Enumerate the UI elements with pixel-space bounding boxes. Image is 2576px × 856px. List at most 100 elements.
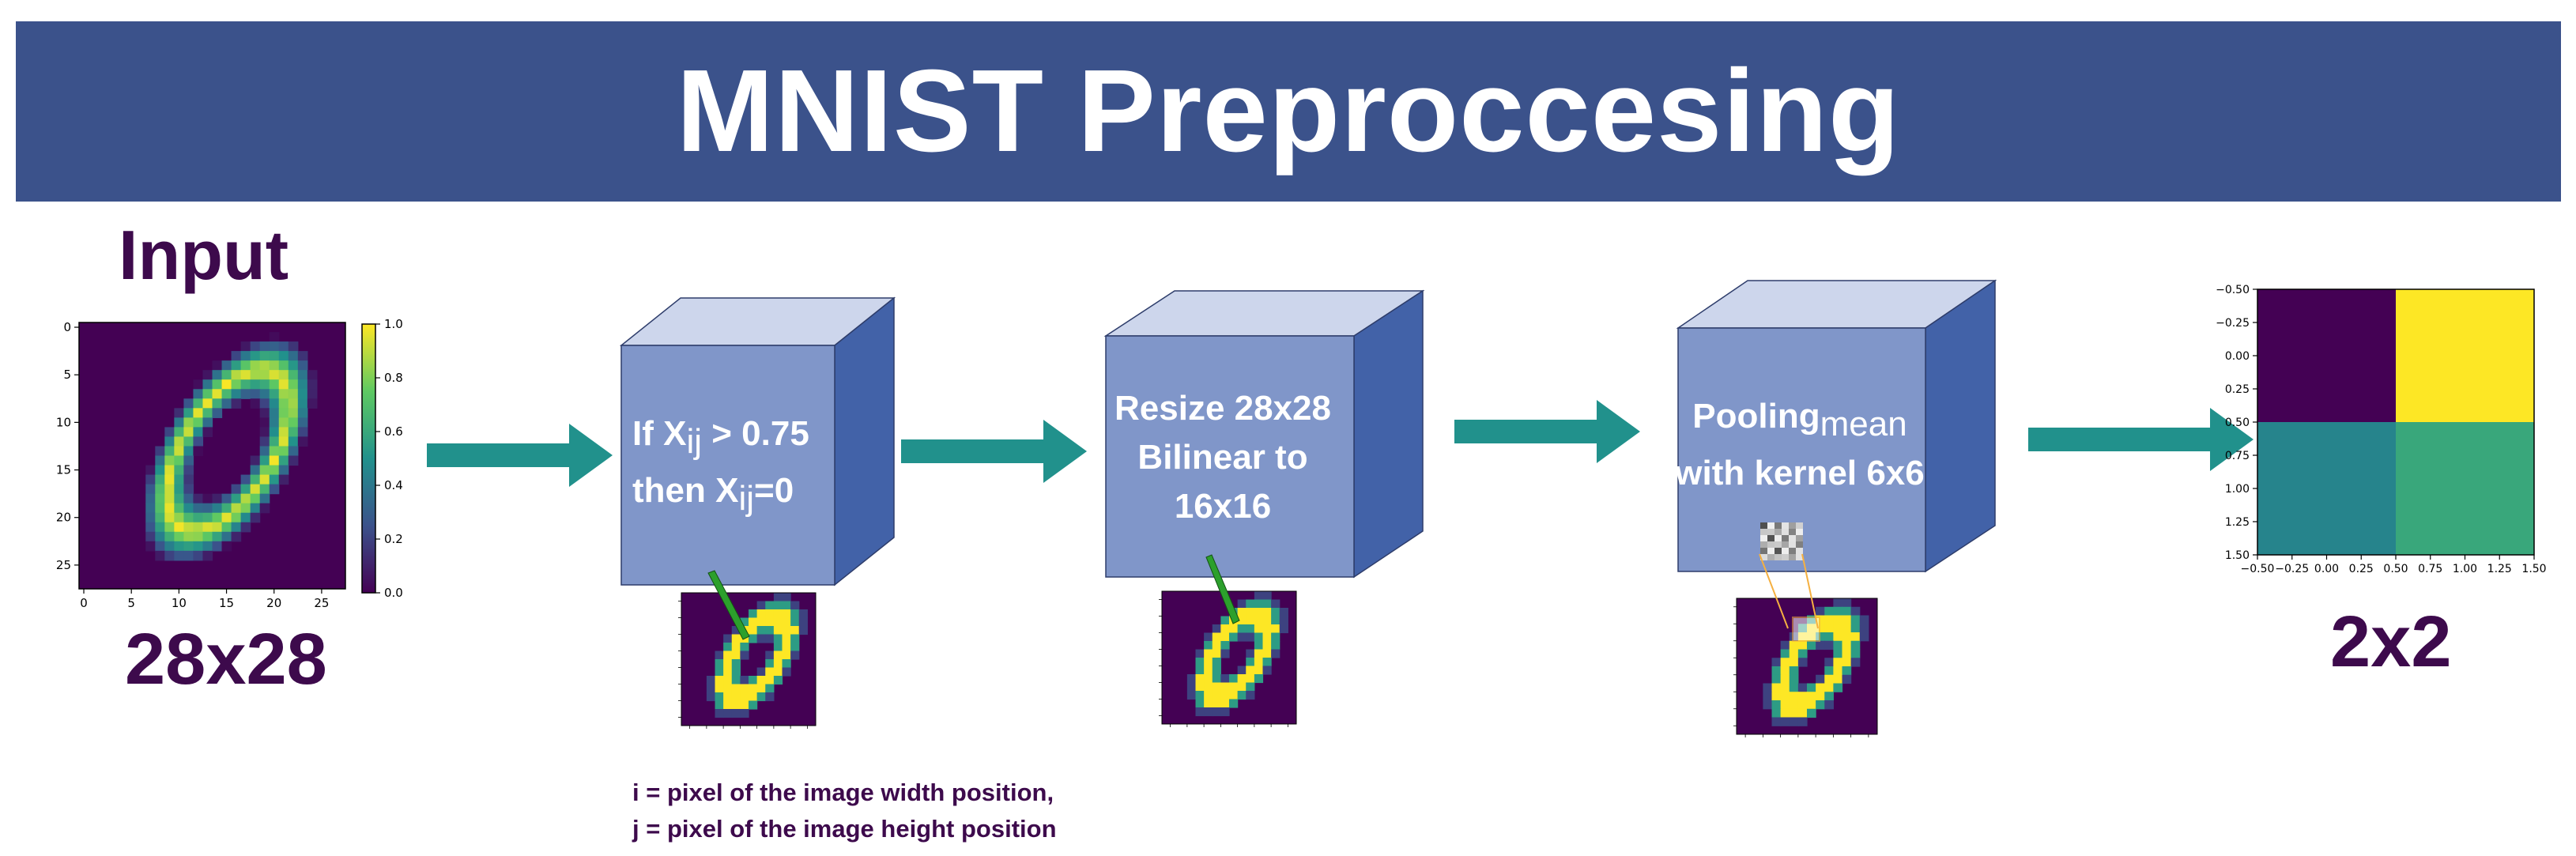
heatmap-cell xyxy=(1220,691,1230,700)
rule-line2-sub: ij xyxy=(738,478,755,518)
pooling-preview-heatmap xyxy=(1733,598,1878,737)
heatmap-cell xyxy=(145,512,156,523)
heatmap-cell xyxy=(1204,682,1213,692)
heatmap-cell xyxy=(765,617,775,627)
heatmap-cell xyxy=(269,379,280,390)
heatmap-cell xyxy=(297,417,308,428)
heatmap-cell xyxy=(1212,632,1221,642)
heatmap-cell xyxy=(723,667,733,677)
heatmap-cell xyxy=(155,503,165,514)
input-y-tick-label: 5 xyxy=(63,368,71,382)
heatmap-cell xyxy=(1212,624,1221,634)
heatmap-cell xyxy=(278,474,289,485)
kernel-cell xyxy=(1760,535,1767,541)
heatmap-cell xyxy=(174,427,184,438)
heatmap-cell xyxy=(1807,692,1816,701)
heatmap-cell xyxy=(155,465,165,476)
heatmap-cell xyxy=(765,676,775,685)
heatmap-cell xyxy=(297,379,308,390)
heatmap-cell xyxy=(212,398,223,409)
input-x-tick-label: 10 xyxy=(172,596,187,610)
heatmap-cell xyxy=(278,455,289,466)
heatmap-cell xyxy=(749,626,758,635)
heatmap-cell xyxy=(1859,624,1869,633)
heatmap-cell xyxy=(1195,707,1205,717)
heatmap-cell xyxy=(145,474,156,485)
heatmap-cell xyxy=(259,360,270,371)
heatmap-cell xyxy=(1797,700,1808,710)
heatmap-cell xyxy=(221,503,232,514)
heatmap-cell xyxy=(1842,649,1852,658)
heatmap-cell xyxy=(1271,641,1280,650)
heatmap-cell xyxy=(250,370,261,380)
heatmap-cell xyxy=(164,541,175,552)
output-y-tick-label: 0.00 xyxy=(2225,350,2250,363)
kernel-cell xyxy=(1767,529,1775,535)
output-x-tick-label: 0.50 xyxy=(2383,563,2408,575)
heatmap-cell xyxy=(164,474,175,485)
heatmap-cell xyxy=(740,650,749,660)
heatmap-cell xyxy=(221,360,232,371)
output-x-tick-label: −0.50 xyxy=(2241,563,2275,575)
heatmap-cell xyxy=(706,692,716,702)
arrow-2 xyxy=(901,420,1087,483)
input-y-tick-label: 15 xyxy=(56,463,71,477)
heatmap-cell xyxy=(174,455,184,466)
output-cell xyxy=(2396,422,2534,555)
heatmap-cell xyxy=(269,455,280,466)
heatmap-cell xyxy=(765,684,775,693)
heatmap-cell xyxy=(1789,674,1799,684)
heatmap-cell xyxy=(782,643,791,652)
heatmap-cell xyxy=(183,446,194,457)
heatmap-cell xyxy=(212,541,223,552)
heatmap-cell xyxy=(740,709,749,718)
heatmap-cell xyxy=(1816,674,1825,684)
heatmap-cell xyxy=(1780,649,1790,658)
heatmap-cell xyxy=(278,360,289,371)
heatmap-cell xyxy=(1279,616,1288,625)
heatmap-cell xyxy=(1271,632,1280,642)
output-y-tick-label: 0.50 xyxy=(2225,417,2250,429)
heatmap-cell xyxy=(259,474,270,485)
heatmap-cell xyxy=(1246,674,1255,684)
heatmap-cell xyxy=(740,700,749,710)
heatmap-cell xyxy=(231,351,242,361)
preview-frame xyxy=(1736,598,1878,735)
heatmap-cell xyxy=(1262,599,1272,609)
heatmap-cell xyxy=(1212,699,1221,708)
heatmap-cell xyxy=(773,609,783,619)
heatmap-cell xyxy=(731,709,741,718)
heatmap-cell xyxy=(202,417,213,428)
heatmap-cell xyxy=(1816,640,1825,650)
heatmap-cell xyxy=(1807,640,1816,650)
heatmap-cell xyxy=(1237,608,1247,617)
heatmap-cell xyxy=(1262,641,1272,650)
heatmap-cell xyxy=(1833,666,1843,676)
heatmap-cell xyxy=(174,446,184,457)
heatmap-cell xyxy=(1204,699,1213,708)
heatmap-cell xyxy=(202,550,213,561)
heatmap-cell xyxy=(221,389,232,399)
heatmap-cell xyxy=(782,617,791,627)
heatmap-cell xyxy=(1842,674,1852,684)
heatmap-cell xyxy=(183,408,194,418)
heatmap-cell xyxy=(749,609,758,619)
heatmap-cell xyxy=(723,650,733,660)
heatmap-cell xyxy=(1262,666,1272,675)
heatmap-cell xyxy=(307,398,318,409)
heatmap-cell xyxy=(250,351,261,361)
heatmap-cell xyxy=(1824,640,1834,650)
heatmap-cell xyxy=(278,341,289,352)
heatmap-cell xyxy=(145,541,156,552)
heatmap-cell xyxy=(1237,666,1247,675)
heatmap-cell xyxy=(1842,666,1852,676)
heatmap-cell xyxy=(259,436,270,447)
kernel-cell xyxy=(1789,535,1796,541)
kernel-cell xyxy=(1775,529,1782,535)
heatmap-cell xyxy=(1850,632,1861,642)
colorbar-tick-label: 0.6 xyxy=(384,424,403,439)
heatmap-cell xyxy=(1833,658,1843,667)
heatmap-cell xyxy=(1237,632,1247,642)
heatmap-cell xyxy=(269,446,280,457)
heatmap-cell xyxy=(269,408,280,418)
